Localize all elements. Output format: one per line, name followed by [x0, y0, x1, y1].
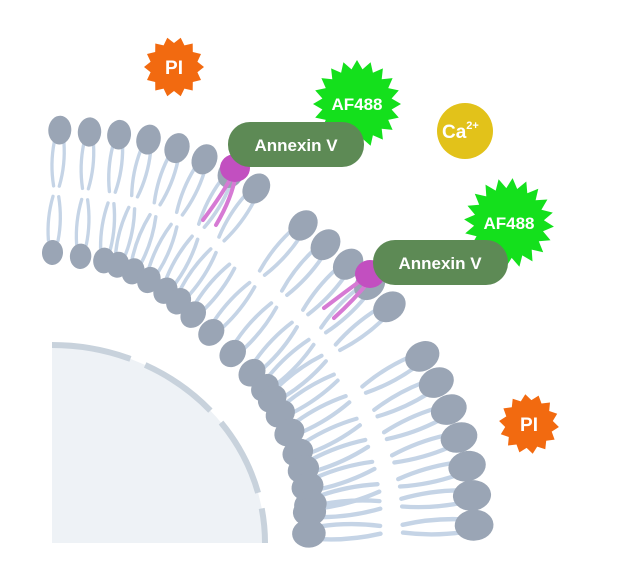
pi-label-top: PI	[165, 58, 183, 79]
svg-text:Ca2+: Ca2+	[442, 120, 479, 143]
annexin-v-label-top: Annexin V	[254, 136, 338, 155]
calcium-charge-label: 2+	[466, 120, 479, 132]
af488-label-top: AF488	[331, 95, 382, 114]
calcium-ion: Ca2+	[437, 103, 493, 159]
af488-label-bottom: AF488	[483, 214, 534, 233]
annexin-v-label-bottom: Annexin V	[398, 254, 482, 273]
annexin-v-bottom: Annexin V	[373, 240, 508, 285]
nucleus	[51, 342, 268, 544]
pi-burst-bottom: PI	[499, 394, 559, 454]
calcium-label: Ca	[442, 122, 467, 143]
pi-label-bottom: PI	[520, 415, 538, 436]
pi-burst-top: PI	[144, 37, 204, 97]
annexin-v-top: Annexin V	[228, 122, 364, 167]
